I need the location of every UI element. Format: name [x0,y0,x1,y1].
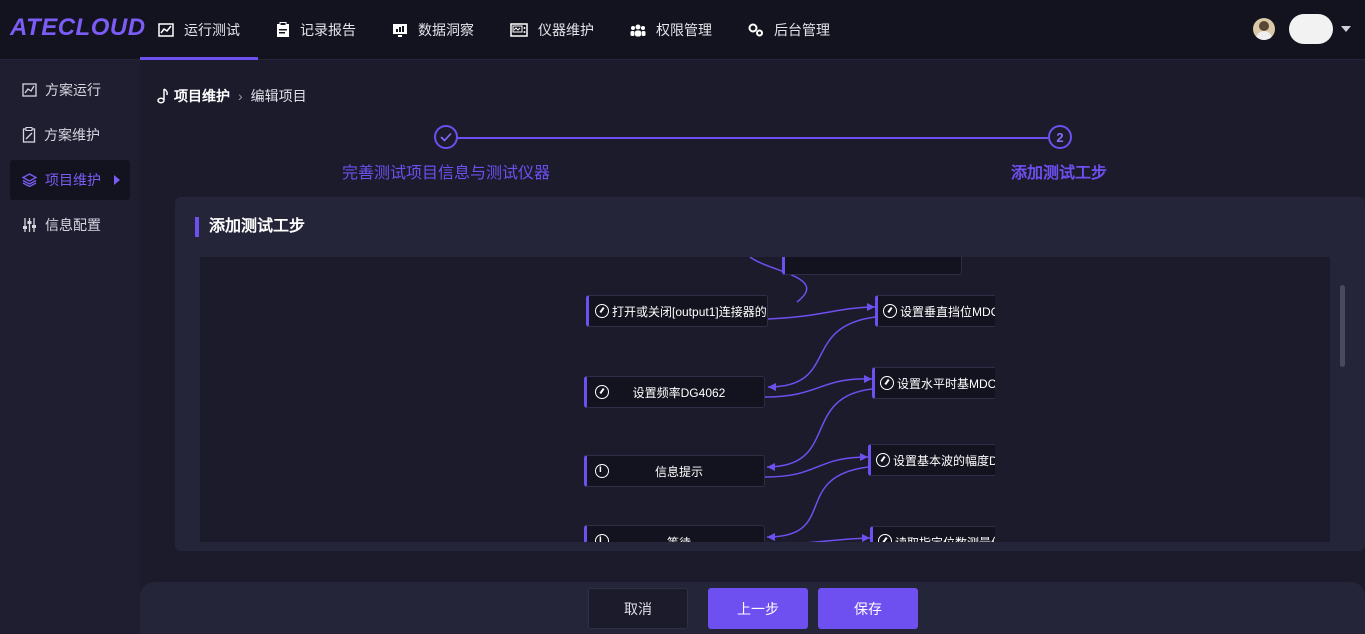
step-1-label: 完善测试项目信息与测试仪器 [342,165,551,182]
nav-item-admin[interactable]: 后台管理 [730,0,848,60]
flow-node-label: 设置基本波的幅度D [893,453,998,468]
vertical-scrollbar[interactable] [1340,285,1345,367]
gauge-icon [595,385,609,399]
flow-node[interactable]: 设置频率DG4062 [584,376,765,408]
flow-node[interactable]: 读取指定位数测量值 [870,526,1000,542]
save-button[interactable]: 保存 [818,588,918,629]
sidebar-item-plan-run[interactable]: 方案运行 [10,70,130,110]
sidebar-item-label: 项目维护 [45,172,101,188]
sidebar-item-label: 方案运行 [45,82,101,98]
gauge-icon [876,453,890,467]
breadcrumb-current: 编辑项目 [250,88,307,104]
main-nav: 运行测试 记录报告 数据洞察 仪器维护 权限管理 后台管理 [140,0,848,60]
layers-icon [22,173,37,187]
flow-node-label: 打开或关闭[output1]连接器的 [612,304,767,319]
canvas-viewport-mask [995,257,1330,542]
music-note-icon [157,88,168,104]
steps-panel: 添加测试工步 [175,197,1365,551]
flow-node[interactable]: 打开或关闭[output1]连接器的 [586,295,768,327]
nav-item-label: 运行测试 [184,22,240,38]
breadcrumb-root[interactable]: 项目维护 [174,88,230,104]
info-icon [595,534,609,542]
nav-item-run-test[interactable]: 运行测试 [140,0,258,60]
chevron-down-icon[interactable] [1341,26,1351,32]
nav-item-label: 数据洞察 [418,22,474,38]
flow-node[interactable]: 等待 [584,525,765,542]
avatar[interactable] [1253,18,1275,40]
footer-actions: 取消 上一步 保存 [140,582,1365,634]
sidebar-item-info-config[interactable]: 信息配置 [10,205,130,245]
nav-item-instruments[interactable]: 仪器维护 [492,0,612,60]
breadcrumb: 项目维护 › 编辑项目 [156,86,307,106]
username-redacted [1289,14,1333,44]
nav-item-insights[interactable]: 数据洞察 [374,0,492,60]
instrument-icon [510,23,528,37]
nav-item-records[interactable]: 记录报告 [258,0,374,60]
sidebar: 方案运行 方案维护 项目维护 信息配置 [0,60,140,634]
step-2-label: 添加测试工步 [1011,165,1108,182]
nav-item-label: 权限管理 [656,22,712,38]
info-icon [595,464,609,478]
flow-node[interactable]: 设置垂直挡位MDC [875,295,1000,327]
panel-title: 添加测试工步 [195,217,305,237]
main-content: 项目维护 › 编辑项目 2 完善测试项目信息与测试仪器 添加测试工步 添加测试工… [140,60,1365,634]
flow-node[interactable]: 设置基本波的幅度D [868,444,1000,476]
clipboard-icon [277,22,289,37]
top-navbar: ATECLOUD 运行测试 记录报告 数据洞察 仪器维护 权限管理 后台管理 [0,0,1365,60]
chevron-right-icon: › [238,88,243,104]
nav-item-permissions[interactable]: 权限管理 [612,0,730,60]
nav-item-label: 后台管理 [774,22,830,38]
clipboard-edit-icon [22,127,36,143]
gauge-icon [878,534,892,542]
caret-right-icon [114,175,120,185]
previous-step-button[interactable]: 上一步 [708,588,808,629]
sidebar-item-plan-maintenance[interactable]: 方案维护 [10,115,130,155]
monitor-chart-icon [393,23,407,37]
gauge-icon [880,376,894,390]
sidebar-item-label: 信息配置 [45,217,101,233]
check-icon [440,132,452,142]
step-number: 2 [1048,125,1072,149]
flow-node-label: 读取指定位数测量值 [895,534,999,542]
app-logo: ATECLOUD [10,14,146,41]
cancel-button[interactable]: 取消 [588,588,688,629]
sidebar-item-label: 方案维护 [44,127,100,143]
gauge-icon [883,304,897,318]
flow-node-label: 设置垂直挡位MDC [900,304,1000,319]
users-icon [630,24,646,37]
flow-node[interactable] [782,257,962,275]
nav-item-label: 记录报告 [300,22,356,38]
nav-item-label: 仪器维护 [538,22,594,38]
flow-node-label: 信息提示 [654,464,703,479]
chart-icon [158,23,174,37]
sliders-icon [23,218,36,232]
step-done-indicator [434,125,458,149]
step-connector [458,137,1048,139]
stepper: 2 完善测试项目信息与测试仪器 添加测试工步 [140,124,1365,184]
flow-node[interactable]: 信息提示 [584,455,765,487]
gears-icon [748,23,763,37]
line-chart-icon [22,83,37,97]
gauge-icon [595,304,609,318]
flow-node-label: 设置水平时基MDC [897,376,997,391]
flow-node-label: 设置频率DG4062 [632,385,726,400]
user-menu[interactable] [1253,14,1351,44]
flow-canvas[interactable]: 打开或关闭[output1]连接器的 设置频率DG4062 信息提示 等待 设置… [200,257,1330,542]
flow-node-label: 等待 [612,534,764,542]
sidebar-item-project-maintenance[interactable]: 项目维护 [10,160,130,200]
flow-connectors [749,257,876,542]
flow-node[interactable]: 设置水平时基MDC [872,367,1000,399]
